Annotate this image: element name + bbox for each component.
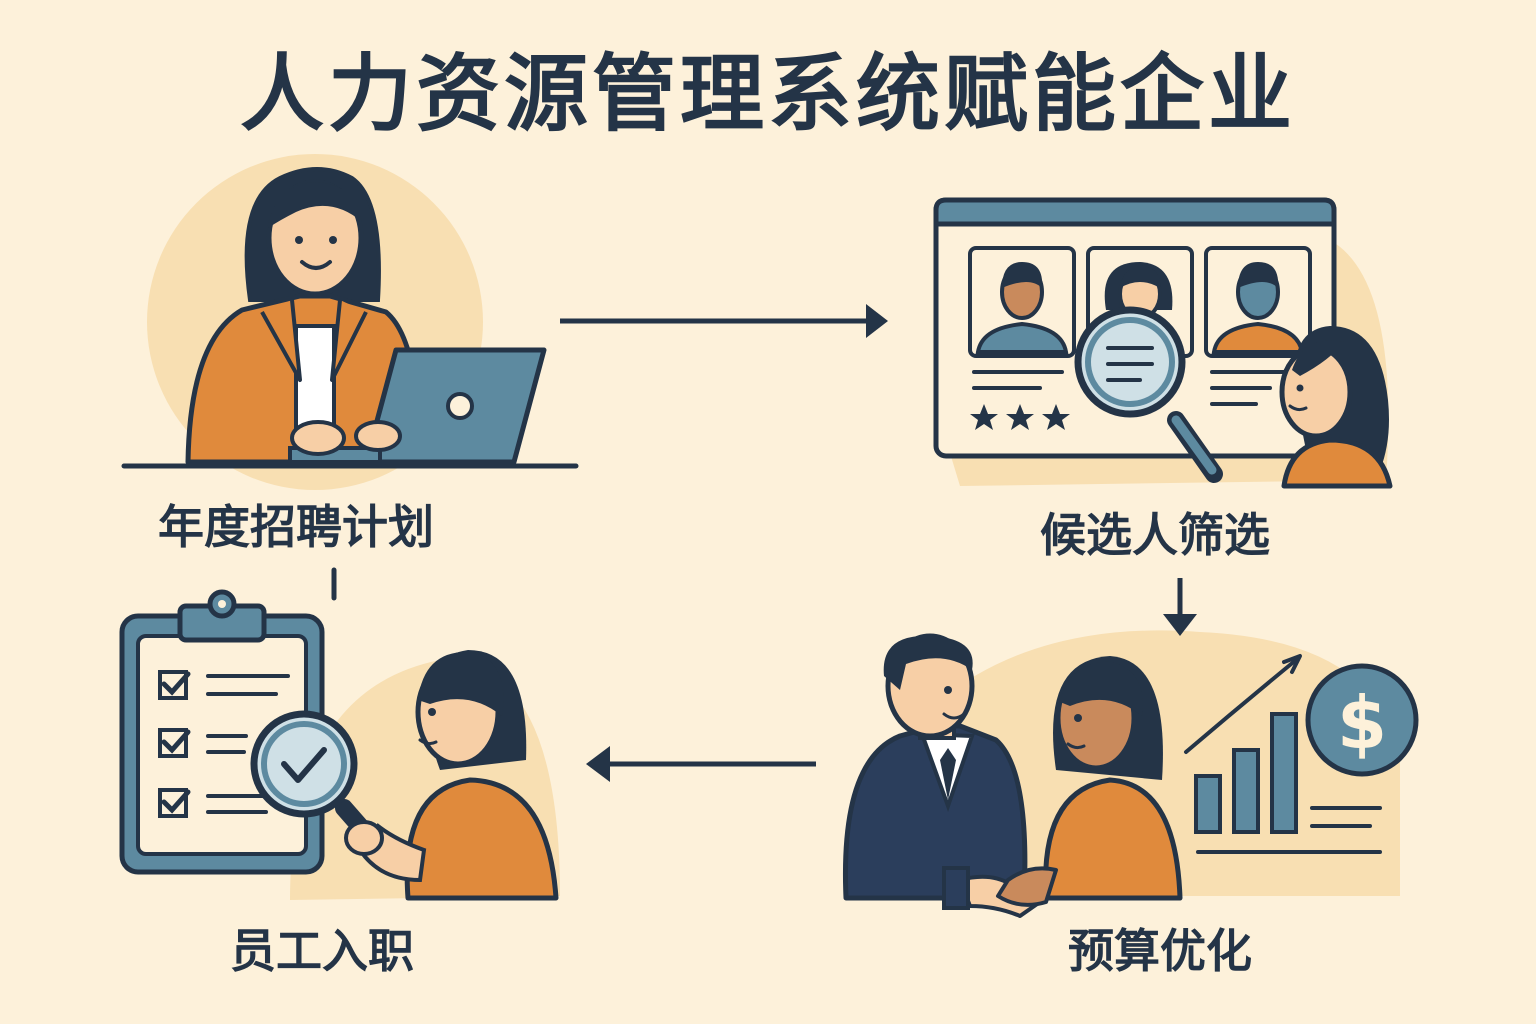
arrow-screening-to-budget-head [1163, 614, 1197, 636]
arrow-budget-to-onboarding-head [586, 746, 610, 782]
star-icon [970, 404, 1070, 430]
step-label-candidate-screening: 候选人筛选 [1040, 508, 1270, 562]
svg-text:$: $ [1337, 681, 1387, 765]
clipboard-icon [119, 589, 325, 875]
arrow-plan-to-screening-head [866, 304, 888, 338]
magnifier-icon [1074, 306, 1223, 483]
dollar-icon: $ [1305, 663, 1419, 777]
step-label-recruitment-plan: 年度招聘计划 [158, 500, 434, 554]
trend-arrow-icon [1184, 658, 1298, 754]
scene-candidate-screening [933, 197, 1393, 489]
handshake-icon [942, 866, 1058, 918]
checkmark-icon [281, 747, 327, 783]
bar-chart-icon [1194, 712, 1382, 854]
page-title: 人力资源管理系统赋能企业 [239, 45, 1296, 143]
scene-onboarding [119, 589, 560, 901]
step-label-onboarding: 员工入职 [230, 924, 414, 978]
scene-budget: $ [842, 630, 1419, 918]
step-label-budget: 预算优化 [1068, 924, 1252, 978]
scene-recruitment-plan [121, 154, 579, 490]
